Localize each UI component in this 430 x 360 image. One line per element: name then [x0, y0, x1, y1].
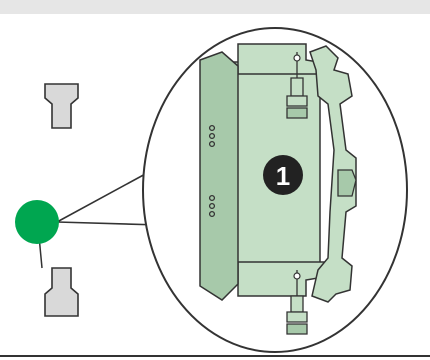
connector-piece-bottom-icon — [44, 267, 79, 317]
callout-line-lower — [56, 221, 161, 226]
bracket-right-frame — [309, 45, 357, 303]
connector-piece-top-icon — [44, 83, 79, 129]
step-badge — [263, 155, 303, 195]
screw-bottom-icon — [286, 270, 308, 335]
step-number: 1 — [276, 161, 290, 191]
bracket-side-rail — [199, 51, 239, 301]
screw-top-icon — [286, 52, 308, 119]
top-bar — [0, 0, 430, 14]
rail-holes — [208, 124, 216, 218]
callout-dot — [15, 200, 59, 244]
bracket-latch — [337, 169, 357, 197]
mounting-bracket-icon — [199, 43, 357, 303]
